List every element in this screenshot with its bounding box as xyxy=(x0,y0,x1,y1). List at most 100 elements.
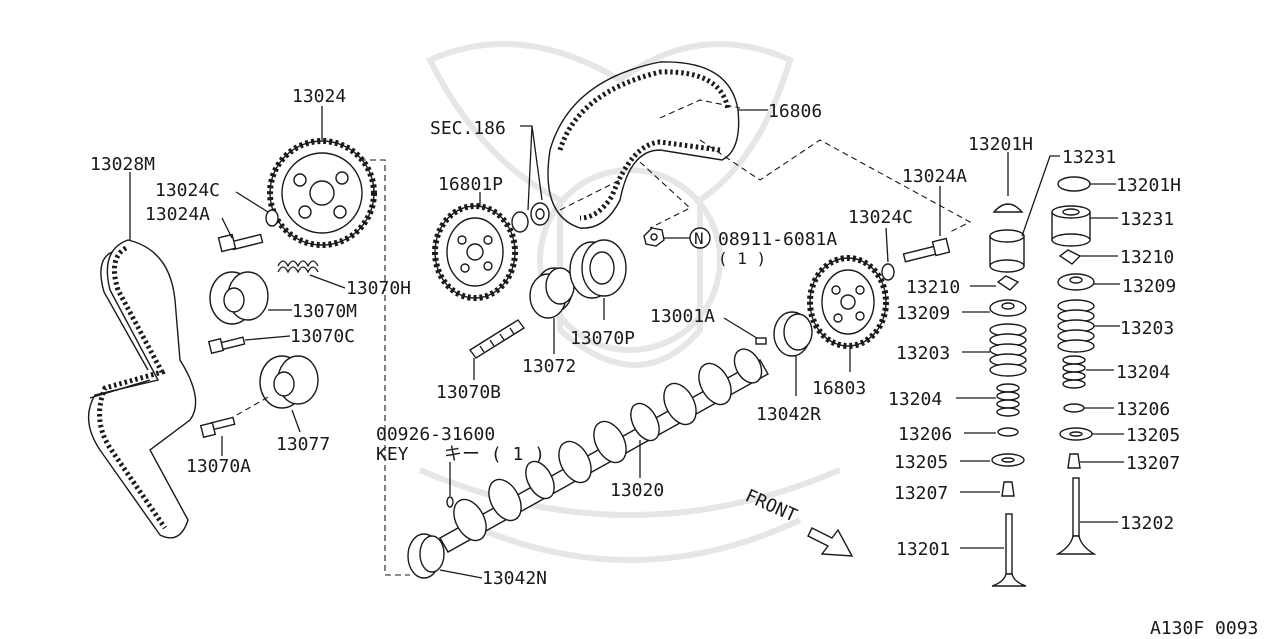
inner-spring-13204-center[interactable] xyxy=(996,383,1020,417)
washer-13024C-left[interactable] xyxy=(265,209,279,227)
label-13072: 13072 xyxy=(522,356,576,377)
spring-seat-13206-right[interactable] xyxy=(1063,403,1085,413)
camshaft-sprocket-13024[interactable] xyxy=(267,138,377,248)
shim-13201H-center[interactable] xyxy=(992,203,1024,213)
washer-13024C-right[interactable] xyxy=(881,263,895,281)
label-c-13204: 13204 xyxy=(888,389,942,410)
collet-13210-right[interactable] xyxy=(1058,249,1082,265)
lifter-13231-center[interactable] xyxy=(989,229,1025,273)
label-c-13205: 13205 xyxy=(894,452,948,473)
label-13070H: 13070H xyxy=(346,278,411,299)
label-13070M: 13070M xyxy=(292,301,357,322)
label-sec186: SEC.186 xyxy=(430,118,506,139)
label-13070A: 13070A xyxy=(186,456,251,477)
timing-belt-13028M[interactable] xyxy=(87,239,197,539)
bolt-13024A-right[interactable] xyxy=(902,237,951,263)
label-c-13201H: 13201H xyxy=(968,134,1033,155)
label-c-13201: 13201 xyxy=(896,539,950,560)
sprocket-16801P[interactable] xyxy=(432,203,518,301)
outer-spring-13203-right[interactable] xyxy=(1057,299,1095,353)
label-r-13203: 13203 xyxy=(1120,318,1174,339)
outer-spring-13203-center[interactable] xyxy=(989,323,1027,377)
nut-08911-6081A[interactable] xyxy=(643,227,665,247)
label-13070C: 13070C xyxy=(290,326,355,347)
pulley-13070P[interactable] xyxy=(569,239,627,299)
leader-13231-center xyxy=(1021,155,1060,237)
spring-13072[interactable] xyxy=(529,267,575,319)
leader-13001A xyxy=(723,317,761,341)
label-16803: 16803 xyxy=(812,378,866,399)
bolt-13024A-left[interactable] xyxy=(217,233,264,253)
label-13001A: 13001A xyxy=(650,306,715,327)
label-13024A-left: 13024A xyxy=(145,204,210,225)
label-13020: 13020 xyxy=(610,480,664,501)
seal-ring-a[interactable] xyxy=(511,211,529,233)
shim-13201H-right[interactable] xyxy=(1057,176,1091,192)
dash-center-c xyxy=(559,179,621,211)
collet-13210-center[interactable] xyxy=(996,275,1020,291)
leader-13024A-left xyxy=(221,217,233,239)
bolt-13070A[interactable] xyxy=(199,416,236,439)
idler-pulley-13077[interactable] xyxy=(259,355,319,409)
stem-seal-13207-right[interactable] xyxy=(1067,453,1081,469)
leader-13070C xyxy=(244,335,291,341)
sprocket-16803[interactable] xyxy=(807,255,889,349)
label-c-13209: 13209 xyxy=(896,303,950,324)
oil-seal-13042R[interactable] xyxy=(773,311,813,357)
pin-13001A[interactable] xyxy=(755,337,767,345)
label-c-13206: 13206 xyxy=(898,424,952,445)
label-r-13204: 13204 xyxy=(1116,362,1170,383)
dash-center-a xyxy=(639,161,691,229)
label-13042N: 13042N xyxy=(482,568,547,589)
valve-13202[interactable] xyxy=(1055,477,1097,555)
label-13070B: 13070B xyxy=(436,382,501,403)
camshaft-13020[interactable] xyxy=(439,344,769,553)
label-c-13231: 13231 xyxy=(1062,147,1116,168)
label-r-13205: 13205 xyxy=(1126,425,1180,446)
label-13070P: 13070P xyxy=(570,328,635,349)
label-r-13209: 13209 xyxy=(1122,276,1176,297)
label-13077: 13077 xyxy=(276,434,330,455)
front-direction-arrow xyxy=(807,527,854,557)
lifter-13231-right[interactable] xyxy=(1051,205,1091,247)
tensioner-spring-13070H[interactable] xyxy=(277,260,319,274)
nut-symbol: N xyxy=(694,229,704,248)
spring-seat-13206-center[interactable] xyxy=(997,427,1019,437)
label-13042R: 13042R xyxy=(756,404,821,425)
label-r-13202: 13202 xyxy=(1120,513,1174,534)
dash-center-b xyxy=(659,99,741,119)
bolt-13070C[interactable] xyxy=(207,336,246,355)
label-16806: 16806 xyxy=(768,101,822,122)
stud-13070B[interactable] xyxy=(468,319,526,359)
label-r-13210: 13210 xyxy=(1120,247,1174,268)
label-c-13207: 13207 xyxy=(894,483,948,504)
label-r-13231: 13231 xyxy=(1120,209,1174,230)
tensioner-pulley-13070M[interactable] xyxy=(209,271,269,325)
leader-13024C-left xyxy=(235,191,269,213)
leader-13070H xyxy=(309,274,346,289)
label-c-13203: 13203 xyxy=(896,343,950,364)
label-r-13201H: 13201H xyxy=(1116,175,1181,196)
label-13024C-left: 13024C xyxy=(155,180,220,201)
label-08911: 08911-6081A xyxy=(718,229,837,250)
label-13028M: 13028M xyxy=(90,154,155,175)
woodruff-key[interactable] xyxy=(446,496,454,508)
inner-spring-13204-right[interactable] xyxy=(1062,355,1086,389)
oil-seal-13042N[interactable] xyxy=(407,533,445,579)
stem-seal-13207-center[interactable] xyxy=(1001,481,1015,497)
timing-belt-16806[interactable] xyxy=(547,61,740,229)
leader-sec186 xyxy=(520,125,543,211)
label-key: KEY xyxy=(376,444,409,465)
label-00926: 00926-31600 xyxy=(376,424,495,445)
dash-right-frame xyxy=(699,139,972,233)
leader-13042N xyxy=(439,569,483,579)
label-16801P: 16801P xyxy=(438,174,503,195)
label-13024C-right: 13024C xyxy=(848,207,913,228)
nut-symbol-circle xyxy=(689,227,711,249)
valve-13201[interactable] xyxy=(991,513,1027,587)
leader-13077 xyxy=(291,409,301,433)
label-08911-qty: ( 1 ) xyxy=(718,249,766,268)
dash-13077 xyxy=(227,395,271,421)
